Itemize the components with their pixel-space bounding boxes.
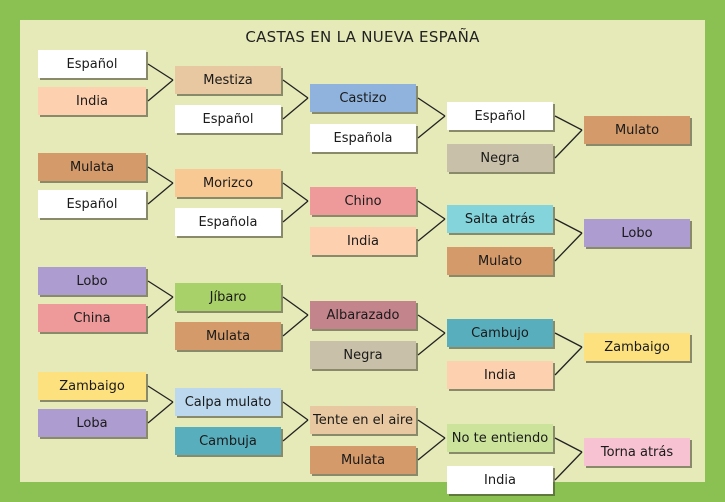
connector-1 <box>554 451 583 481</box>
connector-0 <box>282 296 309 316</box>
parent-box: China <box>38 304 146 332</box>
child-box: Calpa mulato <box>175 388 281 416</box>
connector-0 <box>147 280 174 298</box>
partner-box: Española <box>175 208 281 236</box>
partner-box: Español <box>175 105 281 133</box>
parent-box: Zambaigo <box>38 372 146 400</box>
connector-1 <box>282 314 309 337</box>
connector-0 <box>554 115 583 131</box>
connector-0 <box>554 218 583 234</box>
partner-box: India <box>447 466 553 494</box>
connector-1 <box>282 419 309 442</box>
descendant-box: No te entiendo <box>447 424 553 452</box>
partner-box: Cambuja <box>175 427 281 455</box>
parent-box: Español <box>38 50 146 78</box>
result-box: Mulato <box>584 116 690 144</box>
connector-0 <box>147 385 174 403</box>
partner-box: Negra <box>310 341 416 369</box>
connector-1 <box>554 346 583 376</box>
parent-box: Loba <box>38 409 146 437</box>
partner-box: India <box>310 227 416 255</box>
partner-box: Mulata <box>310 446 416 474</box>
descendant-box: Español <box>447 102 553 130</box>
parent-box: Mulata <box>38 153 146 181</box>
connector-0 <box>147 166 174 184</box>
connector-1 <box>554 232 583 262</box>
connector-1 <box>417 332 446 356</box>
connector-1 <box>417 437 446 461</box>
connector-0 <box>554 332 583 348</box>
parent-box: India <box>38 87 146 115</box>
connector-1 <box>147 182 174 205</box>
partner-box: Mulata <box>175 322 281 350</box>
connector-0 <box>282 182 309 202</box>
grandchild-box: Albarazado <box>310 301 416 329</box>
connector-0 <box>554 437 583 453</box>
connector-1 <box>147 296 174 319</box>
partner-box: Española <box>310 124 416 152</box>
grandchild-box: Tente en el aire <box>310 406 416 434</box>
connector-1 <box>282 97 309 120</box>
result-box: Lobo <box>584 219 690 247</box>
parent-box: Español <box>38 190 146 218</box>
child-box: Morizco <box>175 169 281 197</box>
connector-0 <box>417 200 446 220</box>
connector-0 <box>417 314 446 334</box>
connector-1 <box>147 401 174 424</box>
partner-box: Mulato <box>447 247 553 275</box>
result-box: Zambaigo <box>584 333 690 361</box>
connector-0 <box>282 401 309 421</box>
connector-1 <box>417 218 446 242</box>
connector-0 <box>147 63 174 81</box>
connector-1 <box>554 129 583 159</box>
descendant-box: Salta atrás <box>447 205 553 233</box>
connector-1 <box>417 115 446 139</box>
connector-1 <box>147 79 174 102</box>
connector-0 <box>417 97 446 117</box>
partner-box: India <box>447 361 553 389</box>
diagram-title: CASTAS EN LA NUEVA ESPAÑA <box>245 28 480 46</box>
connector-0 <box>417 419 446 439</box>
connector-1 <box>282 200 309 223</box>
descendant-box: Cambujo <box>447 319 553 347</box>
grandchild-box: Castizo <box>310 84 416 112</box>
connector-0 <box>282 79 309 99</box>
parent-box: Lobo <box>38 267 146 295</box>
result-box: Torna atrás <box>584 438 690 466</box>
grandchild-box: Chino <box>310 187 416 215</box>
partner-box: Negra <box>447 144 553 172</box>
child-box: Jíbaro <box>175 283 281 311</box>
child-box: Mestiza <box>175 66 281 94</box>
